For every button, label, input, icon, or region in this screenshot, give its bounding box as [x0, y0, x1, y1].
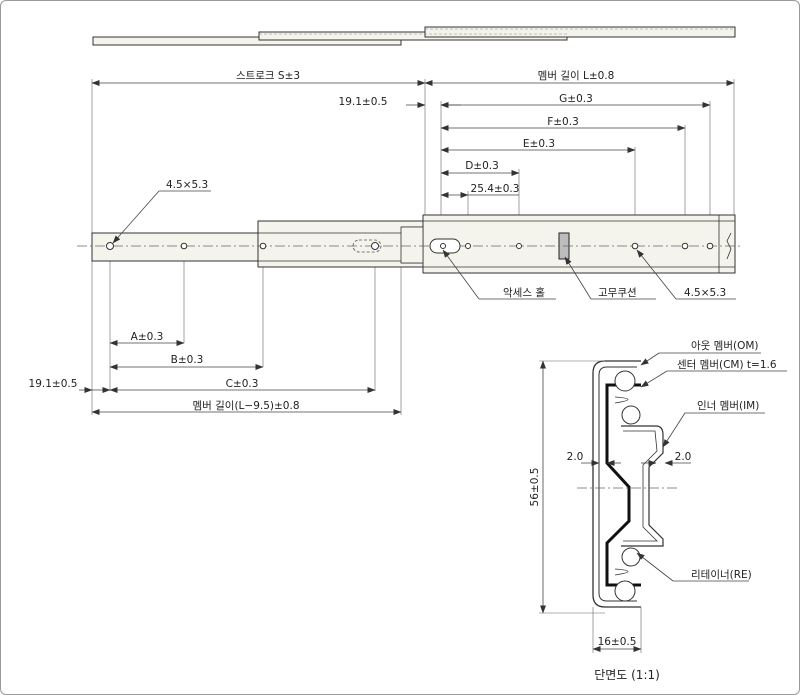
- ball: [621, 547, 641, 567]
- dim-d-label: D±0.3: [465, 160, 499, 172]
- stroke-label: 스트로크 S±3: [236, 70, 300, 82]
- mount-hole: [631, 242, 639, 250]
- outer-member-schematic: [424, 26, 736, 38]
- center-member-profile: [605, 383, 641, 587]
- bottom-dimensions: A±0.3 B±0.3 19.1±0.5 C±0.3 멤버 길이(L−9.5)±…: [29, 331, 402, 415]
- outer-member-label: 아웃 멤버(OM): [691, 340, 759, 352]
- inner-length-label: 멤버 길이(L−9.5)±0.8: [192, 399, 299, 412]
- offset-bottom-label: 19.1±0.5: [29, 378, 78, 390]
- dim-c-label: C±0.3: [226, 378, 259, 390]
- ball: [621, 405, 641, 425]
- gap-left-label: 2.0: [567, 451, 584, 463]
- outer-member: [422, 214, 736, 274]
- slide-side-view: [77, 214, 741, 274]
- offset-top-label: 19.1±0.5: [339, 96, 388, 108]
- access-hole-label: 악세스 홀: [503, 286, 545, 299]
- mount-hole: [516, 243, 522, 249]
- dim-a-label: A±0.3: [131, 331, 164, 343]
- dim-b-label: B±0.3: [171, 354, 204, 366]
- mount-hole: [180, 242, 188, 250]
- dim-e-label: E±0.3: [523, 138, 555, 150]
- mount-hole: [259, 242, 267, 250]
- mount-hole: [681, 242, 689, 250]
- outer-member-profile: [592, 360, 641, 608]
- section-height-label: 56±0.5: [529, 468, 541, 507]
- dim-f-label: F±0.3: [547, 116, 579, 128]
- mount-hole: [106, 242, 114, 250]
- pitch-label: 25.4±0.3: [471, 183, 520, 195]
- top-schematic: [92, 26, 736, 46]
- cross-section: 2.0 2.0 56±0.5 16±0.5 아웃 멤버(OM) 센터 멤버(CM…: [529, 340, 787, 682]
- top-dimensions: 스트로크 S±3 멤버 길이 L±0.8 19.1±0.5 G±0.3 F±0.…: [91, 69, 735, 198]
- member-length-label: 멤버 길이 L±0.8: [538, 69, 615, 82]
- hole-size-right-label: 4.5×5.3: [684, 287, 726, 299]
- leaders: 4.5×5.3 악세스 홀 고무쿠션 4.5×5.3: [112, 179, 736, 300]
- center-member-label: 센터 멤버(CM) t=1.6: [677, 359, 777, 371]
- section-caption: 단면도 (1:1): [594, 668, 660, 682]
- hole-size-left-label: 4.5×5.3: [166, 179, 208, 191]
- rubber-cushion-label: 고무쿠션: [598, 287, 637, 299]
- gap-right-label: 2.0: [675, 451, 692, 463]
- inner-member-profile: [621, 425, 664, 547]
- dim-g-label: G±0.3: [559, 93, 593, 105]
- mount-hole: [371, 242, 379, 250]
- mount-hole: [706, 242, 714, 250]
- section-width-label: 16±0.5: [598, 636, 637, 648]
- inner-member-schematic: [92, 36, 402, 46]
- retainer-label: 리테이너(RE): [691, 569, 752, 581]
- inner-member-label: 인너 멤버(IM): [697, 400, 759, 412]
- ball: [614, 370, 636, 392]
- ball: [614, 580, 636, 602]
- mount-hole: [465, 243, 471, 249]
